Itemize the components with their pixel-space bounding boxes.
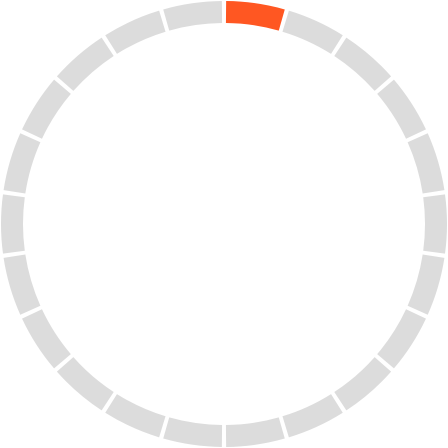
progress-segment: [163, 417, 223, 447]
progress-segment: [105, 10, 166, 54]
progress-segment: [334, 357, 392, 411]
progress-segment-active: [225, 1, 285, 31]
progress-segment: [282, 394, 343, 438]
progress-segment: [225, 417, 285, 447]
progress-segment: [423, 194, 447, 254]
progress-segment: [377, 79, 426, 139]
progress-segment: [163, 1, 223, 31]
progress-segment: [282, 10, 343, 54]
progress-segment: [3, 254, 41, 315]
progress-segment: [407, 133, 445, 194]
progress-segment: [3, 133, 41, 194]
progress-segment: [1, 194, 25, 254]
progress-segment: [56, 37, 114, 91]
progress-segment: [377, 309, 426, 369]
progress-segment: [334, 37, 392, 91]
progress-segment: [22, 79, 71, 139]
progress-segment: [22, 309, 71, 369]
progress-segment: [407, 254, 445, 315]
progress-segment: [105, 394, 166, 438]
progress-segment: [56, 357, 114, 411]
